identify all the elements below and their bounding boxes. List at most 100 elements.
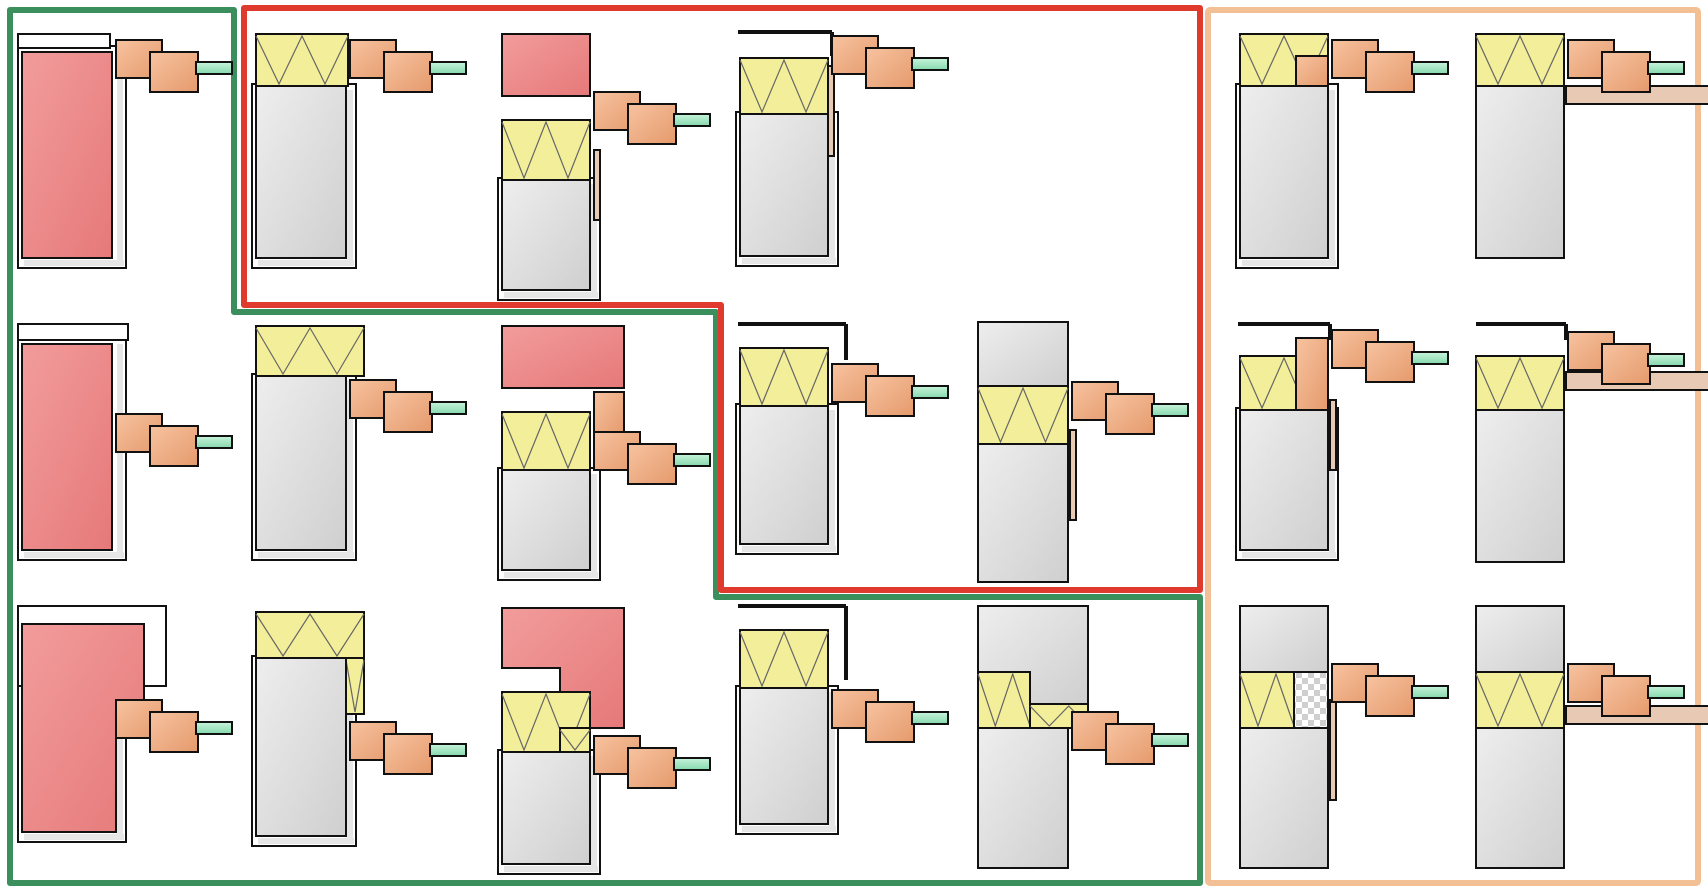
plaster-edge bbox=[24, 552, 124, 558]
cladding-strip bbox=[593, 149, 601, 221]
insulation-zigzag bbox=[501, 120, 591, 180]
void-block bbox=[1293, 671, 1329, 729]
red-group-outline bbox=[241, 5, 1203, 593]
detail-r1c3 bbox=[497, 33, 711, 301]
green-group-outline bbox=[7, 7, 1203, 886]
glazing-pane bbox=[1647, 685, 1685, 699]
concrete-block bbox=[501, 179, 591, 291]
glazing-pane bbox=[195, 61, 233, 75]
plaster-edge bbox=[347, 90, 353, 264]
frame-inner bbox=[627, 443, 677, 485]
plaster-edge bbox=[117, 52, 123, 264]
plaster-edge bbox=[347, 380, 353, 556]
insulation-layer bbox=[739, 347, 829, 407]
insulation-layer bbox=[739, 57, 829, 115]
insulation-layer bbox=[255, 33, 349, 87]
frame-inner bbox=[1105, 393, 1155, 435]
plaster-edge bbox=[1242, 552, 1336, 558]
insulation-zigzag bbox=[977, 672, 1031, 728]
detail-r1c4 bbox=[735, 30, 949, 267]
concrete-block bbox=[977, 727, 1069, 869]
glazing-pane bbox=[673, 453, 711, 467]
insulation-zigzag bbox=[739, 348, 829, 406]
detail-r3c6 bbox=[1239, 605, 1449, 869]
glazing-pane bbox=[673, 757, 711, 771]
frame-inner bbox=[149, 711, 199, 753]
concrete-block bbox=[1475, 727, 1565, 869]
masonry-block bbox=[21, 51, 113, 259]
detail-r3c5 bbox=[977, 605, 1189, 869]
frame-inner bbox=[383, 733, 433, 775]
plaster-edge bbox=[24, 834, 124, 840]
plaster-edge bbox=[504, 292, 598, 298]
insulation-layer bbox=[739, 629, 829, 689]
concrete-block bbox=[1475, 605, 1565, 673]
glazing-pane bbox=[195, 721, 233, 735]
plaster-edge bbox=[24, 260, 124, 266]
glazing-pane bbox=[1151, 403, 1189, 417]
insulation-layer bbox=[1475, 671, 1565, 729]
concrete-block bbox=[1239, 727, 1329, 869]
frame-inner bbox=[865, 47, 915, 89]
plaster-edge bbox=[504, 866, 598, 872]
glazing-pane bbox=[673, 113, 711, 127]
insulation-zigzag bbox=[501, 412, 591, 470]
glazing-pane bbox=[1647, 353, 1685, 367]
concrete-block bbox=[255, 657, 347, 837]
detail-r2c7 bbox=[1475, 322, 1708, 563]
detail-drawings bbox=[17, 30, 1708, 875]
plaster-edge bbox=[829, 410, 835, 550]
insulation-zigzag bbox=[977, 386, 1069, 444]
plaster-edge bbox=[1329, 414, 1335, 556]
frame-inner bbox=[1365, 51, 1415, 93]
glazing-pane bbox=[429, 743, 467, 757]
insulation-layer bbox=[345, 657, 365, 715]
detail-r1c7 bbox=[1475, 33, 1708, 259]
cladding-strip bbox=[827, 65, 835, 157]
plaster-edge bbox=[591, 184, 597, 296]
cladding-strip bbox=[1329, 399, 1337, 471]
concrete-block bbox=[1475, 409, 1565, 563]
frame-inner bbox=[1365, 675, 1415, 717]
frame-block bbox=[1295, 55, 1329, 87]
detail-r2c1 bbox=[17, 323, 233, 561]
insulation-zigzag bbox=[739, 630, 829, 688]
plaster-edge bbox=[742, 258, 836, 264]
frame-inner bbox=[627, 103, 677, 145]
masonry-block bbox=[21, 343, 113, 551]
frame-inner bbox=[149, 51, 199, 93]
glazing-pane bbox=[911, 385, 949, 399]
insulation-layer bbox=[1475, 33, 1565, 87]
plaster-edge bbox=[591, 474, 597, 576]
concrete-block bbox=[1475, 85, 1565, 259]
frame-inner bbox=[1601, 343, 1651, 385]
insulation-layer bbox=[559, 727, 591, 753]
detail-r2c4 bbox=[735, 322, 949, 555]
detail-r1c2 bbox=[251, 33, 467, 269]
insulation-zigzag bbox=[1475, 672, 1565, 728]
insulation-zigzag bbox=[1475, 356, 1565, 410]
glazing-pane bbox=[195, 435, 233, 449]
glazing-pane bbox=[429, 401, 467, 415]
frame-block bbox=[1295, 337, 1329, 411]
detail-r2c3 bbox=[497, 325, 711, 581]
concrete-block bbox=[501, 469, 591, 571]
insulation-zigzag bbox=[559, 729, 591, 751]
frame-inner bbox=[627, 747, 677, 789]
frame-inner bbox=[1105, 723, 1155, 765]
detail-r3c2 bbox=[251, 611, 467, 847]
insulation-zigzag bbox=[1239, 672, 1295, 728]
plaster-edge bbox=[829, 118, 835, 262]
insulation-zigzag bbox=[255, 34, 349, 86]
frame-inner bbox=[865, 375, 915, 417]
detail-r3c1 bbox=[17, 605, 233, 843]
concrete-block bbox=[1239, 85, 1329, 259]
frame-inner bbox=[383, 51, 433, 93]
plaster-edge bbox=[504, 572, 598, 578]
concrete-block bbox=[255, 375, 347, 551]
glazing-pane bbox=[911, 711, 949, 725]
detail-r1c6 bbox=[1235, 33, 1449, 269]
plaster-edge bbox=[1242, 260, 1336, 266]
concrete-block bbox=[977, 321, 1069, 387]
